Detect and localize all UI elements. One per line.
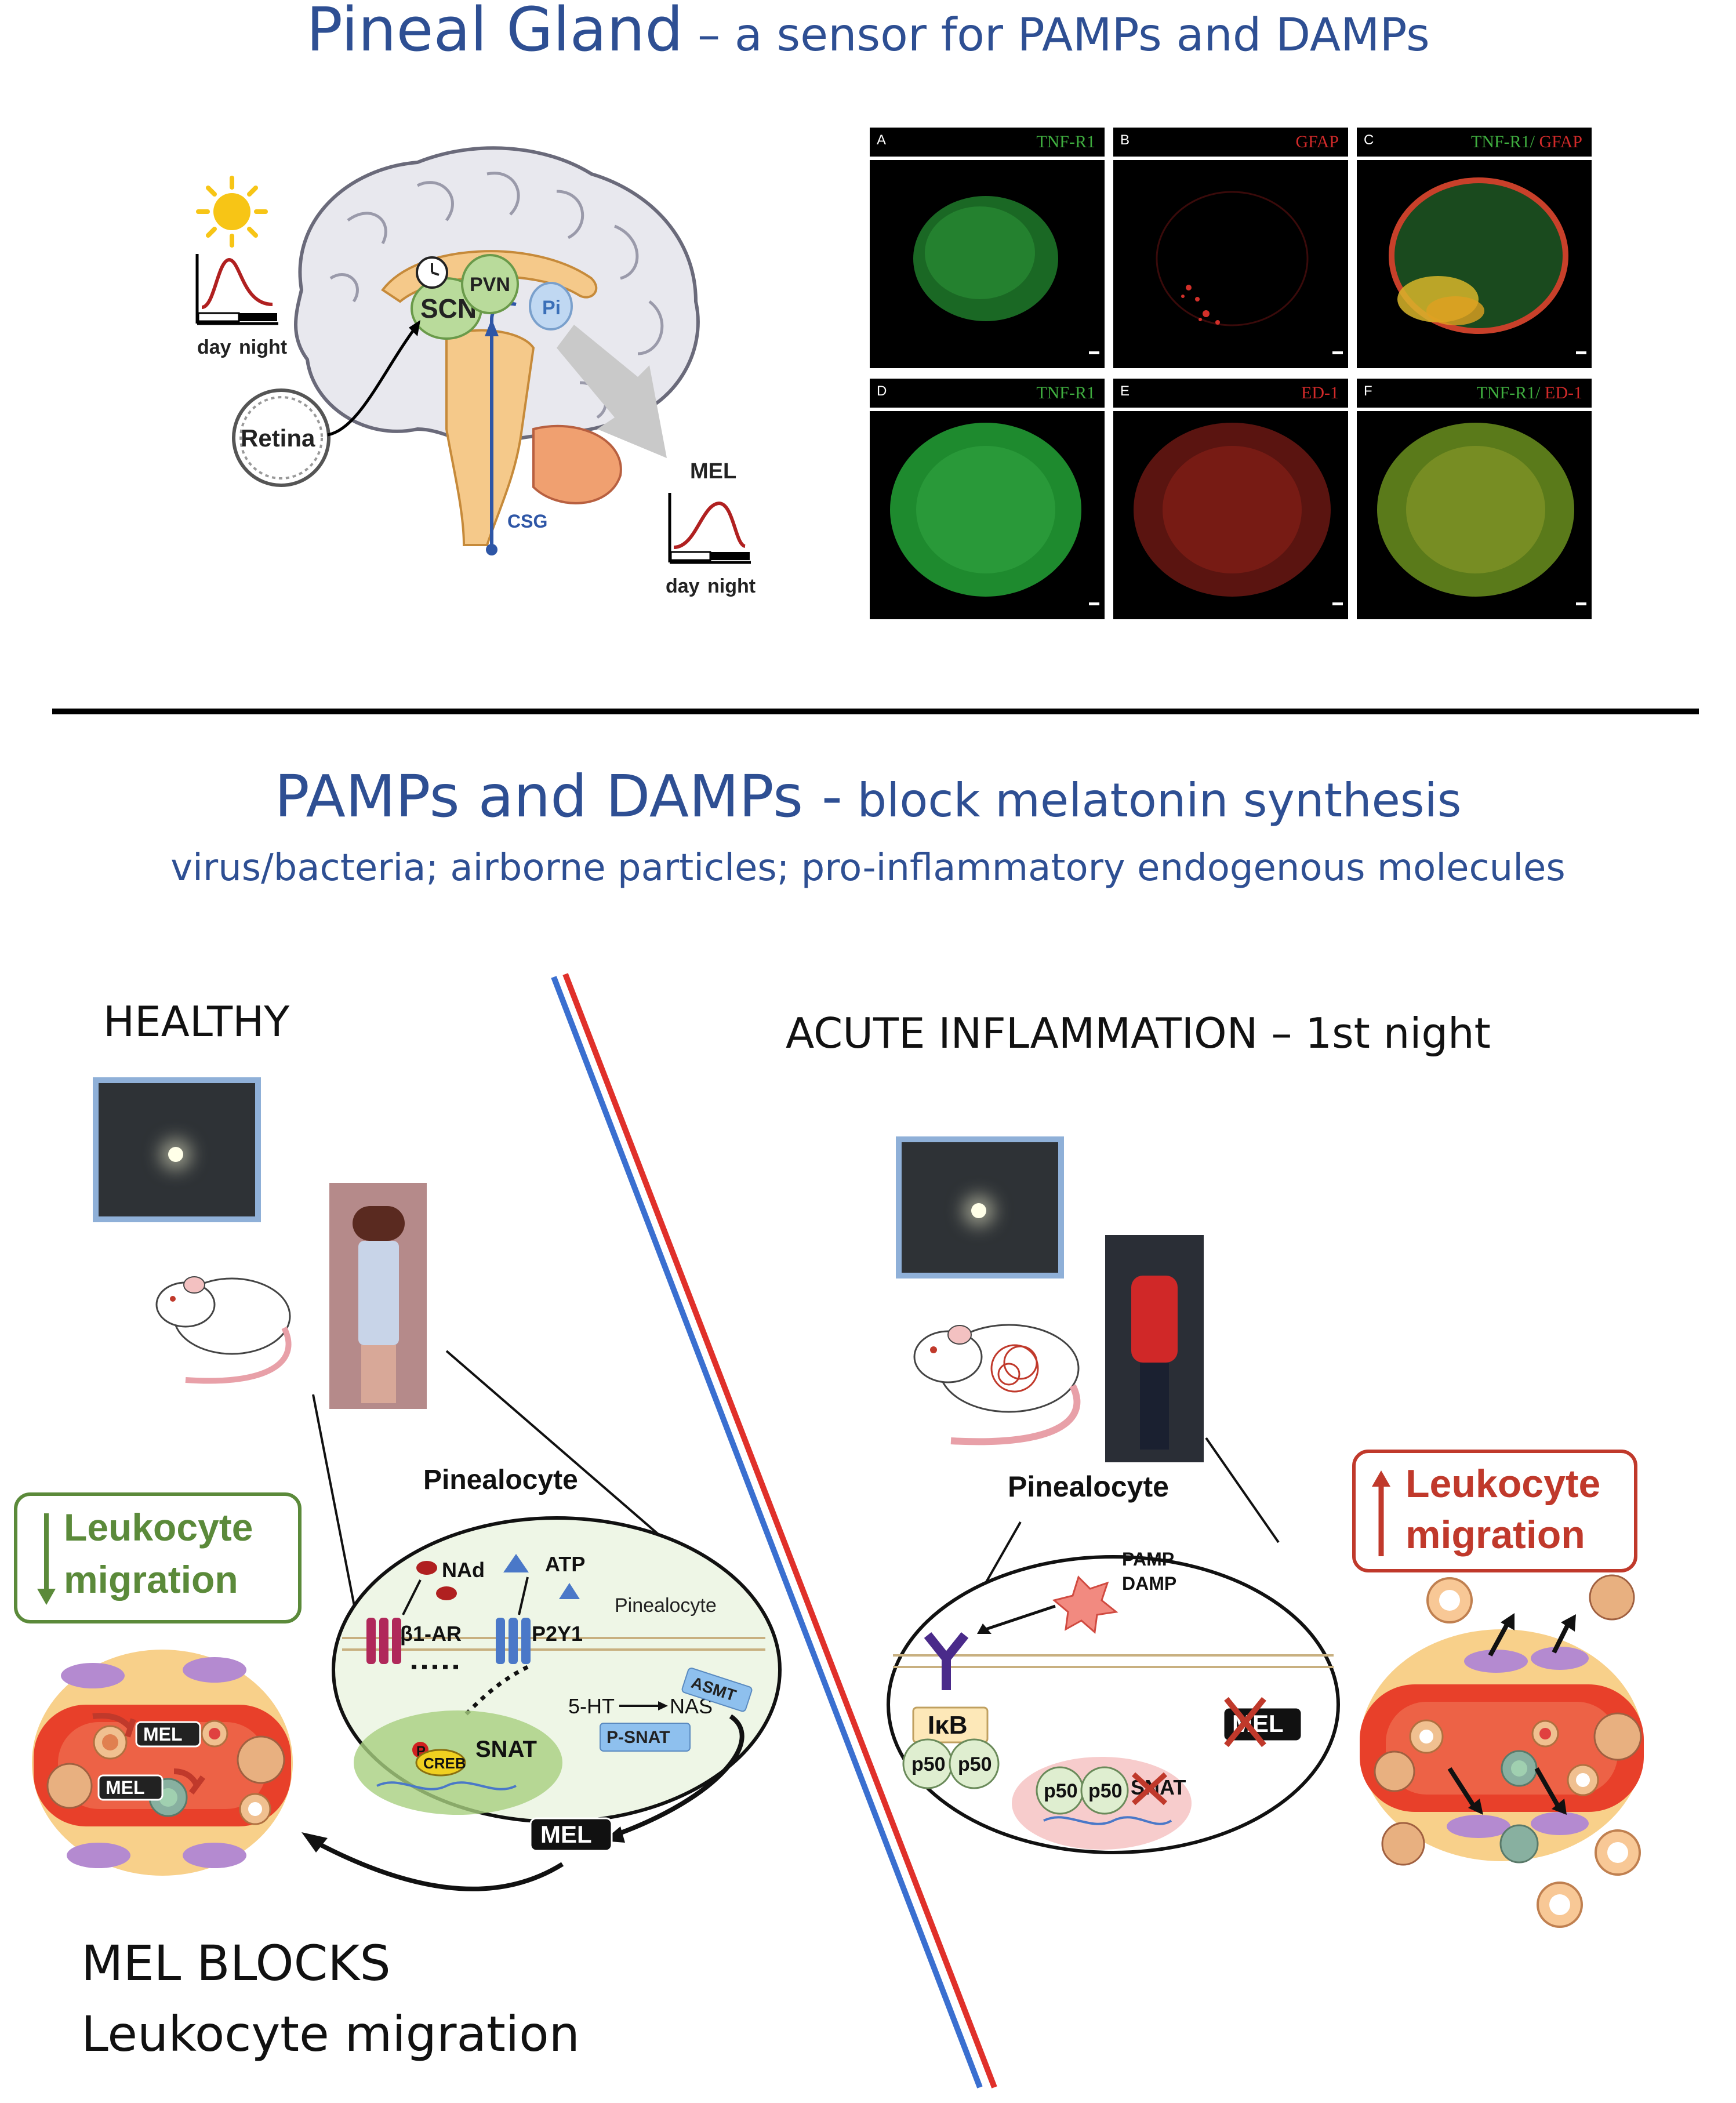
person-photo xyxy=(329,1183,427,1409)
section-divider xyxy=(52,709,1699,714)
daynight-chart-left: day night xyxy=(195,254,287,358)
acute-leukocyte-line2: migration xyxy=(1405,1513,1585,1557)
leukocyte-label-line2: migration xyxy=(64,1558,238,1601)
micrograph-grid: A TNF-R1 B GFAP C TNF-R1/ GFAP D TNF-R1 E ED-… xyxy=(870,128,1592,619)
healthy-pinealocyte-title: Pinealocyte xyxy=(423,1465,578,1495)
pamp-label: PAMP xyxy=(1122,1549,1174,1570)
day-label-left: day xyxy=(197,336,231,358)
panel-tag: TNF-R1 xyxy=(1036,132,1095,151)
retina-icon: Retina xyxy=(232,320,420,487)
pinealocyte-membrane-label: Pinealocyte xyxy=(615,1594,717,1617)
moon-photo xyxy=(93,1077,261,1222)
csg-label: CSG xyxy=(507,511,547,532)
panel-tag: ED-1 xyxy=(1301,383,1339,402)
acute-leukocyte-box: Leukocyte migration xyxy=(1352,1450,1637,1572)
pineal-gland xyxy=(529,282,573,330)
healthy-blood-vessel: MEL MEL xyxy=(32,1650,293,1876)
panel-letter: B xyxy=(1120,132,1130,148)
acute-pinealocyte-title: Pinealocyte xyxy=(1008,1470,1169,1503)
micrograph-panel-d: D TNF-R1 xyxy=(870,379,1105,619)
panel-letter: D xyxy=(877,383,887,399)
retina-label: Retina xyxy=(241,424,315,452)
nad-label: NAd xyxy=(442,1558,485,1582)
page-title: Pineal Gland – a sensor for PAMPs and DA… xyxy=(0,0,1736,65)
micrograph-panel-a: A TNF-R1 xyxy=(870,128,1105,368)
pvn-nucleus xyxy=(461,254,519,314)
acute-leukocyte-line1: Leukocyte xyxy=(1405,1462,1601,1506)
leukocyte-label-line1: Leukocyte xyxy=(64,1506,253,1549)
p2y1-label: P2Y1 xyxy=(532,1622,583,1646)
conclusion-line1: MEL BLOCKS xyxy=(81,1935,391,1992)
healthy-pinealocyte-cell: NAd ATP β1-AR P2Y1 Pinealocyte P CREB SN… xyxy=(332,1516,782,1852)
panel-tag: TNF-R1/ xyxy=(1471,132,1535,151)
damp-label: DAMP xyxy=(1122,1573,1176,1594)
snat-label: SNAT xyxy=(475,1737,537,1762)
section2-subtitle: virus/bacteria; airborne particles; pro-… xyxy=(170,847,1566,889)
vessel-mel-label-1: MEL xyxy=(143,1724,183,1745)
acute-blood-vessel xyxy=(1360,1574,1644,1928)
pvn-label: PVN xyxy=(470,274,510,296)
panel-tag-2: ED-1 xyxy=(1540,383,1582,402)
moon-photo-acute xyxy=(896,1136,1064,1278)
panel-tag: GFAP xyxy=(1295,132,1339,151)
pi-label: Pi xyxy=(542,297,561,319)
healthy-label: HEALTHY xyxy=(103,997,290,1046)
tlr-receptor-icon xyxy=(924,1632,969,1690)
acute-label: ACUTE INFLAMMATION – 1st night xyxy=(786,1009,1491,1058)
rat-illustration xyxy=(155,1276,292,1384)
clock-icon xyxy=(416,256,448,289)
title-rest: – a sensor for PAMPs and DAMPs xyxy=(683,9,1430,61)
sun-icon xyxy=(196,176,268,248)
night-label-right: night xyxy=(707,575,756,597)
panel-letter: F xyxy=(1364,383,1372,399)
panel-letter: E xyxy=(1120,383,1130,399)
daynight-chart-right: day night xyxy=(666,493,756,597)
day-label-right: day xyxy=(666,575,700,597)
atp-label: ATP xyxy=(545,1552,585,1576)
brain-diagram: day night CSG SCN PVN xyxy=(195,146,756,597)
micrograph-panel-b: B GFAP xyxy=(1113,128,1348,368)
p50-label-1: p50 xyxy=(911,1753,946,1775)
section2-title-rest: block melatonin synthesis xyxy=(842,773,1462,827)
mel-label-brain: MEL xyxy=(690,459,736,484)
micrograph-panel-e: E ED-1 xyxy=(1113,379,1348,619)
micrograph-panel-c: C TNF-R1/ GFAP xyxy=(1357,128,1592,368)
b1ar-label: β1-AR xyxy=(400,1622,462,1646)
conclusion-line2: Leukocyte migration xyxy=(81,2006,580,2062)
p50-label-3: p50 xyxy=(1044,1780,1078,1802)
micrograph-panel-f: F TNF-R1/ ED-1 xyxy=(1357,379,1592,619)
ikb-label: IκB xyxy=(928,1711,968,1739)
creb-label: CREB xyxy=(423,1755,466,1772)
panel-tag: TNF-R1 xyxy=(1036,383,1095,402)
cell-mel-label: MEL xyxy=(540,1821,592,1848)
section2-title: PAMPs and DAMPs - block melatonin synthe… xyxy=(0,762,1736,830)
panel-tag-2: GFAP xyxy=(1535,132,1582,151)
title-main: Pineal Gland xyxy=(306,0,684,65)
pamp-star-icon xyxy=(1052,1575,1118,1634)
night-label-left: night xyxy=(239,336,287,358)
secretion-arrow xyxy=(557,325,667,458)
panel-letter: C xyxy=(1364,132,1374,148)
b1ar-receptor-icon xyxy=(366,1618,401,1664)
healthy-leukocyte-box: Leukocyte migration xyxy=(14,1492,302,1623)
acute-pinealocyte-cell: PAMP DAMP IκB p50 p50 p50 p50 SNAT MEL xyxy=(887,1549,1340,1854)
panel-tag: TNF-R1/ xyxy=(1476,383,1541,402)
rat-illustration-acute xyxy=(913,1324,1081,1445)
5ht-label: 5-HT xyxy=(568,1694,615,1718)
psnat-label: P-SNAT xyxy=(606,1728,670,1747)
p2y1-receptor-icon xyxy=(496,1618,531,1664)
vessel-mel-label-2: MEL xyxy=(106,1777,145,1798)
p50-label-2: p50 xyxy=(958,1753,992,1775)
healthy-conclusion: MEL BLOCKS Leukocyte migration xyxy=(81,1928,580,2069)
panel-letter: A xyxy=(877,132,887,148)
section2-title-main: PAMPs and DAMPs - xyxy=(274,762,842,830)
p50-label-4: p50 xyxy=(1088,1780,1123,1802)
person-photo-acute xyxy=(1105,1235,1204,1462)
